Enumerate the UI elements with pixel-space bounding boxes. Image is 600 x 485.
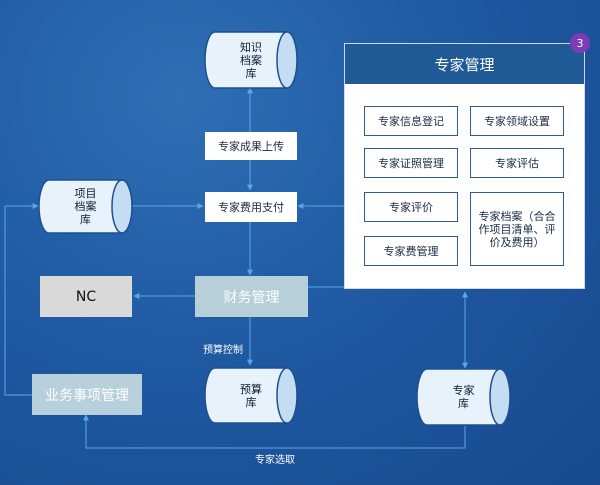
budget-db: 预算 库 (203, 366, 299, 425)
expert-evaluation-box: 专家评价 (364, 192, 458, 222)
finance-management-box: 财务管理 (195, 276, 308, 317)
business-matter-management-box: 业务事项管理 (32, 374, 142, 415)
project-archive-db-label: 项目 档案 库 (74, 187, 97, 226)
expert-archive-box: 专家档案（合合作项目清单、评价及费用） (470, 192, 564, 266)
expert-management-panel: 专家管理 专家信息登记 专家领域设置 专家证照管理 专家评估 专家评价 专家档案… (345, 44, 584, 288)
expert-selection-label: 专家选取 (255, 455, 295, 466)
knowledge-archive-db-label: 知识 档案 库 (240, 40, 262, 80)
knowledge-archive-db: 知识 档案 库 (203, 30, 299, 90)
expert-db: 专家 库 (415, 367, 512, 427)
expert-fee-payment-box: 专家费用支付 (205, 192, 297, 222)
project-archive-db: 项目 档案 库 (37, 178, 134, 235)
budget-db-label: 预算 库 (240, 382, 262, 409)
step-number-badge: 3 (570, 33, 590, 53)
expert-db-label: 专家 库 (452, 384, 475, 410)
budget-control-label: 预算控制 (203, 345, 243, 356)
expert-license-management-box: 专家证照管理 (364, 148, 458, 178)
expert-management-title: 专家管理 (345, 44, 584, 84)
nc-box: NC (40, 276, 132, 317)
expert-output-upload-box: 专家成果上传 (205, 132, 297, 160)
expert-domain-setting-box: 专家领域设置 (470, 106, 564, 136)
expert-info-registration-box: 专家信息登记 (364, 106, 458, 136)
expert-fee-management-box: 专家费管理 (364, 236, 458, 266)
expert-assessment-box: 专家评估 (470, 148, 564, 178)
